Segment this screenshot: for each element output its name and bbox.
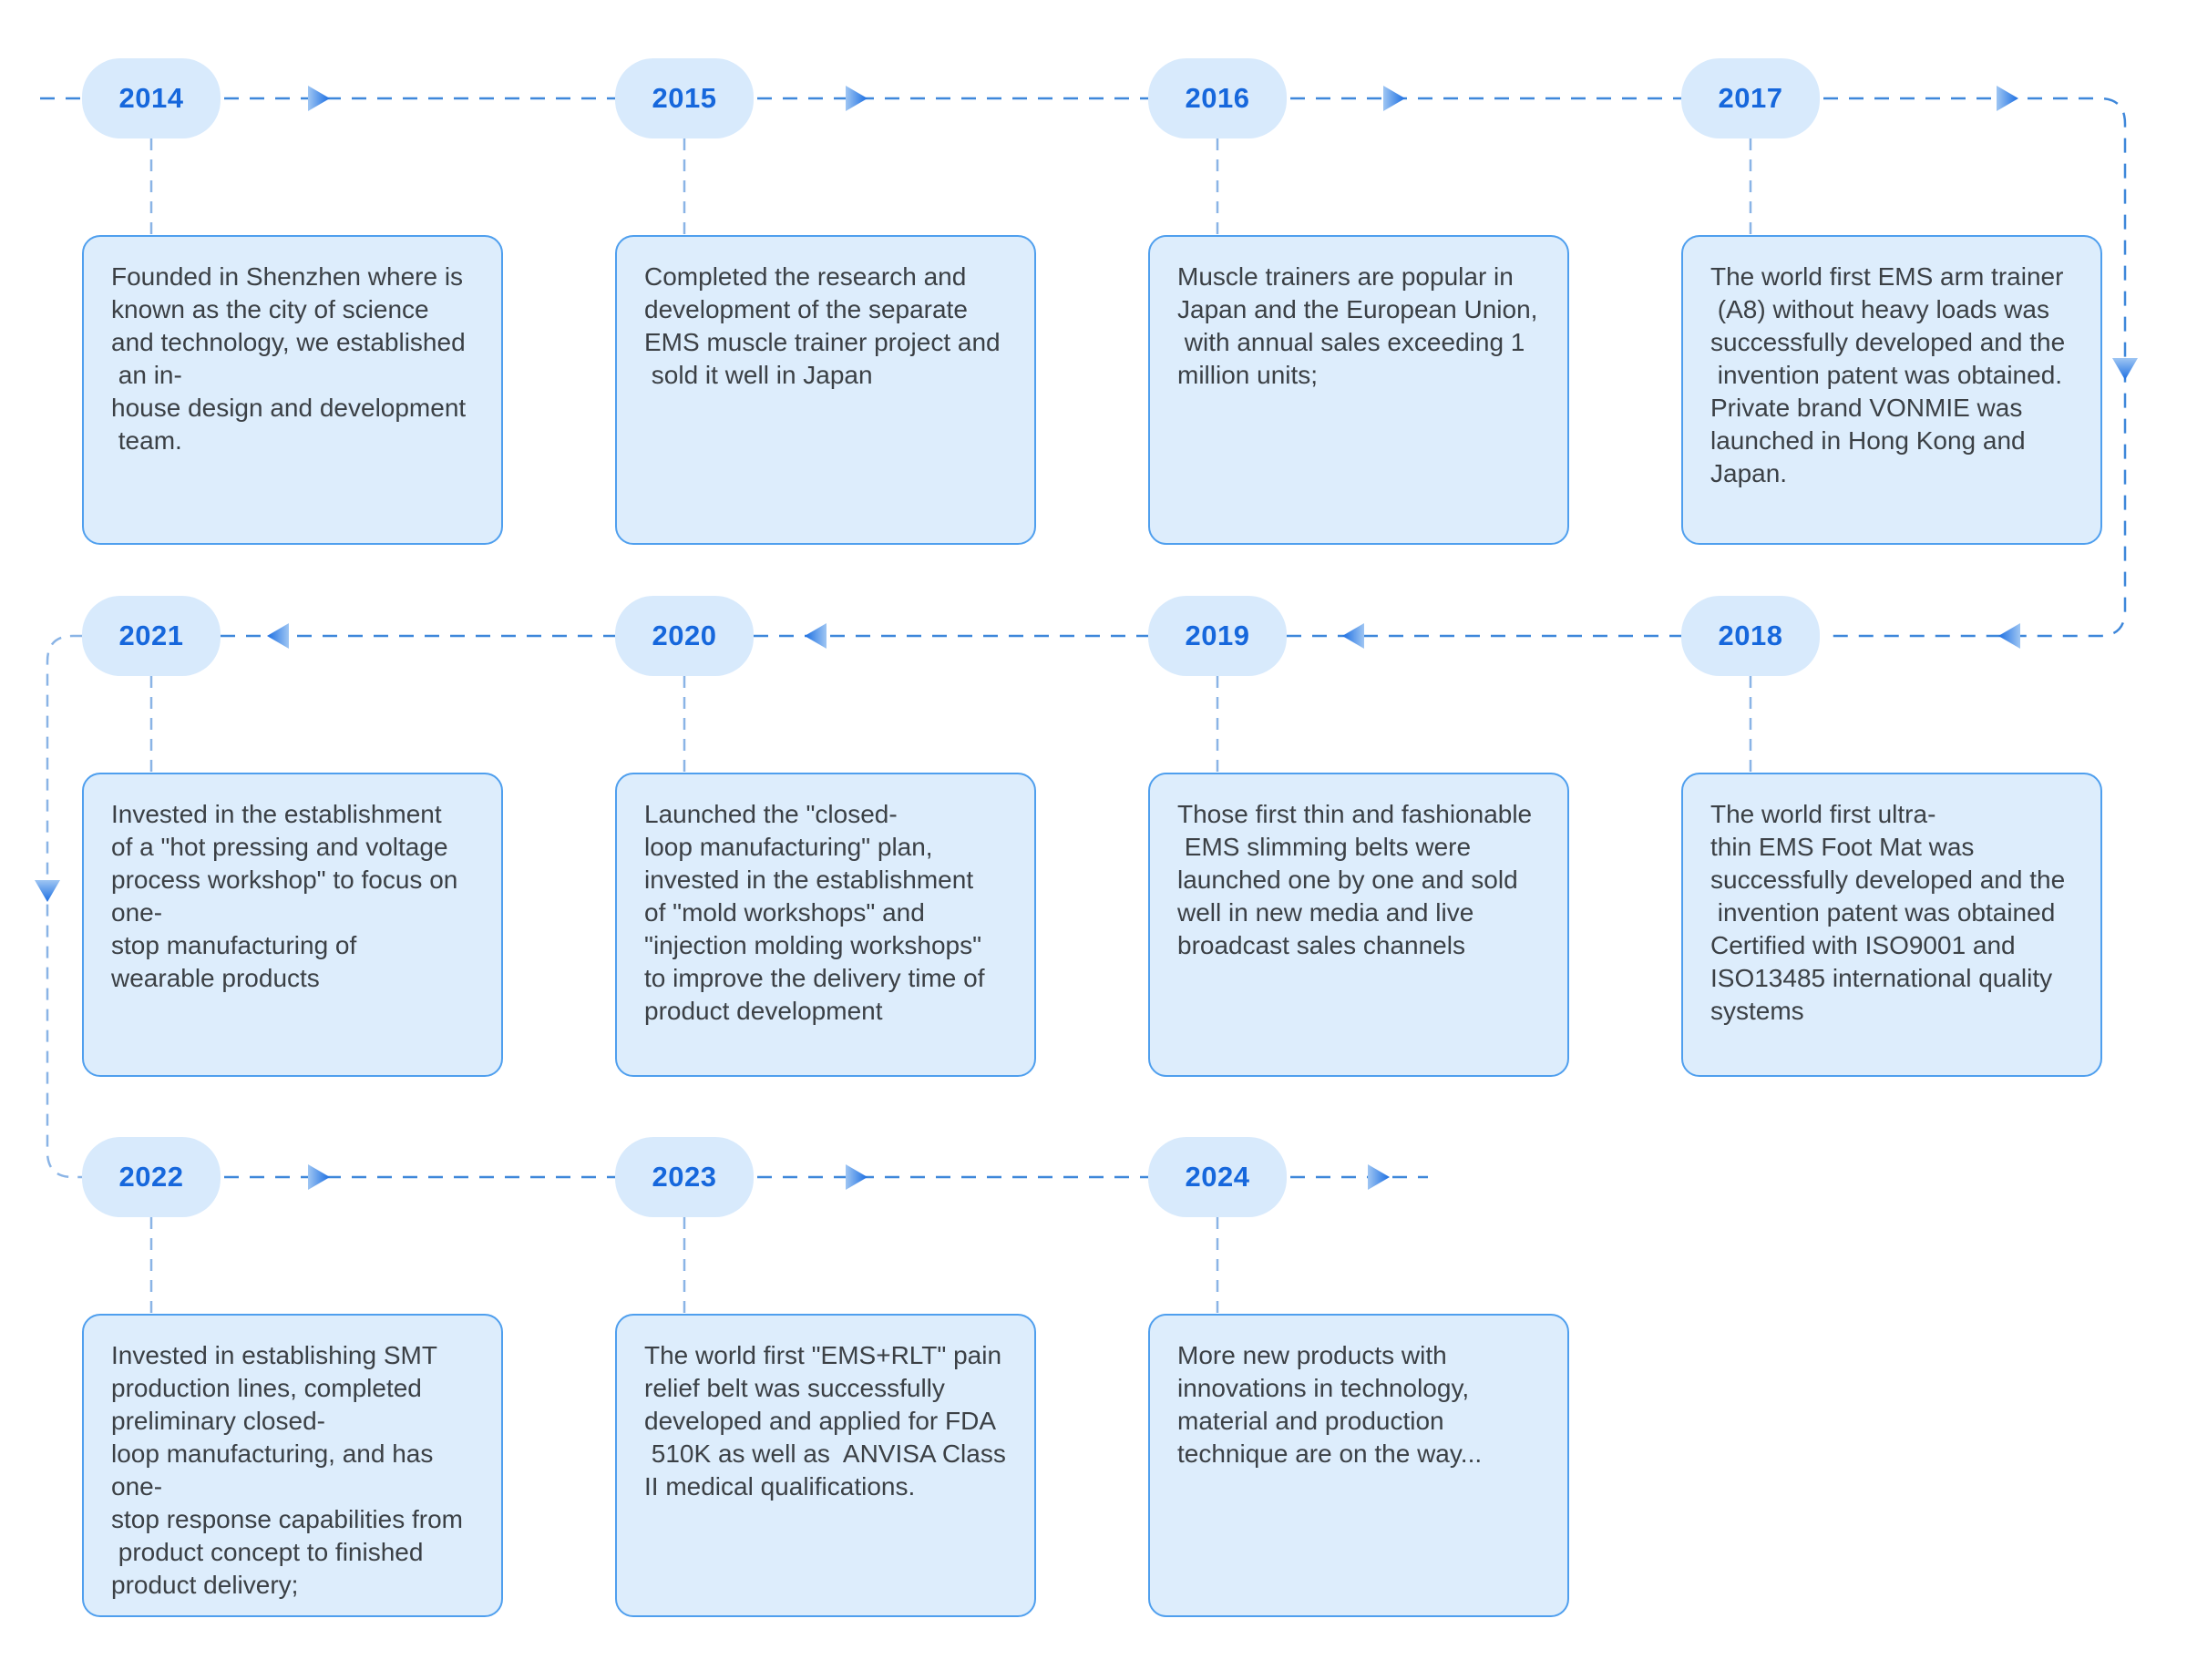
year-pill-2018: 2018 <box>1681 596 1820 676</box>
milestone-card-2024: More new products with innovations in te… <box>1148 1314 1569 1617</box>
year-label: 2021 <box>118 620 184 651</box>
milestone-card-2018: The world first ultra- thin EMS Foot Mat… <box>1681 773 2102 1077</box>
arrow-right-icon <box>846 1164 868 1190</box>
year-pill-2024: 2024 <box>1148 1137 1287 1217</box>
milestone-card-2015: Completed the research and development o… <box>615 235 1036 545</box>
year-pill-2022: 2022 <box>82 1137 221 1217</box>
milestone-text: The world first ultra- thin EMS Foot Mat… <box>1710 800 2066 1025</box>
year-pill-2021: 2021 <box>82 596 221 676</box>
milestone-text: Invested in establishing SMT production … <box>111 1341 463 1599</box>
arrow-right-icon <box>1368 1164 1390 1190</box>
milestone-text: Those first thin and fashionable EMS sli… <box>1177 800 1533 959</box>
connector-2017-2018-wrap <box>1823 97 2127 638</box>
arrow-right-icon <box>1997 86 2018 111</box>
main-dashed-lines <box>40 97 2127 1179</box>
arrow-left-icon <box>805 623 827 649</box>
milestone-card-2017: The world first EMS arm trainer (A8) wit… <box>1681 235 2102 545</box>
milestone-card-2022: Invested in establishing SMT production … <box>82 1314 503 1617</box>
arrow-down-icon <box>35 880 60 902</box>
milestone-text: Invested in the establishment of a "hot … <box>111 800 458 992</box>
milestone-card-2020: Launched the "closed- loop manufacturing… <box>615 773 1036 1077</box>
milestone-text: The world first "EMS+RLT" pain relief be… <box>644 1341 1006 1501</box>
year-pill-2023: 2023 <box>615 1137 754 1217</box>
arrow-down-icon <box>2112 358 2138 380</box>
milestone-card-2021: Invested in the establishment of a "hot … <box>82 773 503 1077</box>
year-label: 2024 <box>1185 1161 1250 1193</box>
milestone-text: Completed the research and development o… <box>644 262 1001 389</box>
year-pill-2019: 2019 <box>1148 596 1287 676</box>
arrow-left-icon <box>1998 623 2020 649</box>
connector-2021-2022-wrap <box>46 634 82 1179</box>
year-label: 2019 <box>1185 620 1250 651</box>
year-label: 2016 <box>1185 82 1250 114</box>
year-label: 2018 <box>1718 620 1783 651</box>
year-label: 2020 <box>652 620 717 651</box>
milestone-text: The world first EMS arm trainer (A8) wit… <box>1710 262 2066 487</box>
year-label: 2017 <box>1718 82 1783 114</box>
arrow-right-icon <box>308 86 330 111</box>
milestone-text: Muscle trainers are popular in Japan and… <box>1177 262 1538 389</box>
year-pill-2014: 2014 <box>82 58 221 138</box>
year-pill-2020: 2020 <box>615 596 754 676</box>
milestone-card-2014: Founded in Shenzhen where is known as th… <box>82 235 503 545</box>
year-label: 2023 <box>652 1161 717 1193</box>
milestone-card-2016: Muscle trainers are popular in Japan and… <box>1148 235 1569 545</box>
year-pill-2015: 2015 <box>615 58 754 138</box>
milestone-card-2023: The world first "EMS+RLT" pain relief be… <box>615 1314 1036 1617</box>
milestone-text: Founded in Shenzhen where is known as th… <box>111 262 467 455</box>
milestone-text: Launched the "closed- loop manufacturing… <box>644 800 985 1025</box>
light-dashed-lines <box>46 138 1752 1314</box>
arrowheads <box>35 86 2138 1190</box>
year-label: 2015 <box>652 82 717 114</box>
milestone-text: More new products with innovations in te… <box>1177 1341 1483 1468</box>
milestone-card-2019: Those first thin and fashionable EMS sli… <box>1148 773 1569 1077</box>
year-label: 2014 <box>118 82 184 114</box>
arrow-right-icon <box>846 86 868 111</box>
year-pill-2016: 2016 <box>1148 58 1287 138</box>
year-label: 2022 <box>118 1161 184 1193</box>
arrow-left-icon <box>1342 623 1364 649</box>
year-pill-2017: 2017 <box>1681 58 1820 138</box>
arrow-right-icon <box>1383 86 1405 111</box>
arrow-right-icon <box>308 1164 330 1190</box>
arrow-left-icon <box>267 623 289 649</box>
